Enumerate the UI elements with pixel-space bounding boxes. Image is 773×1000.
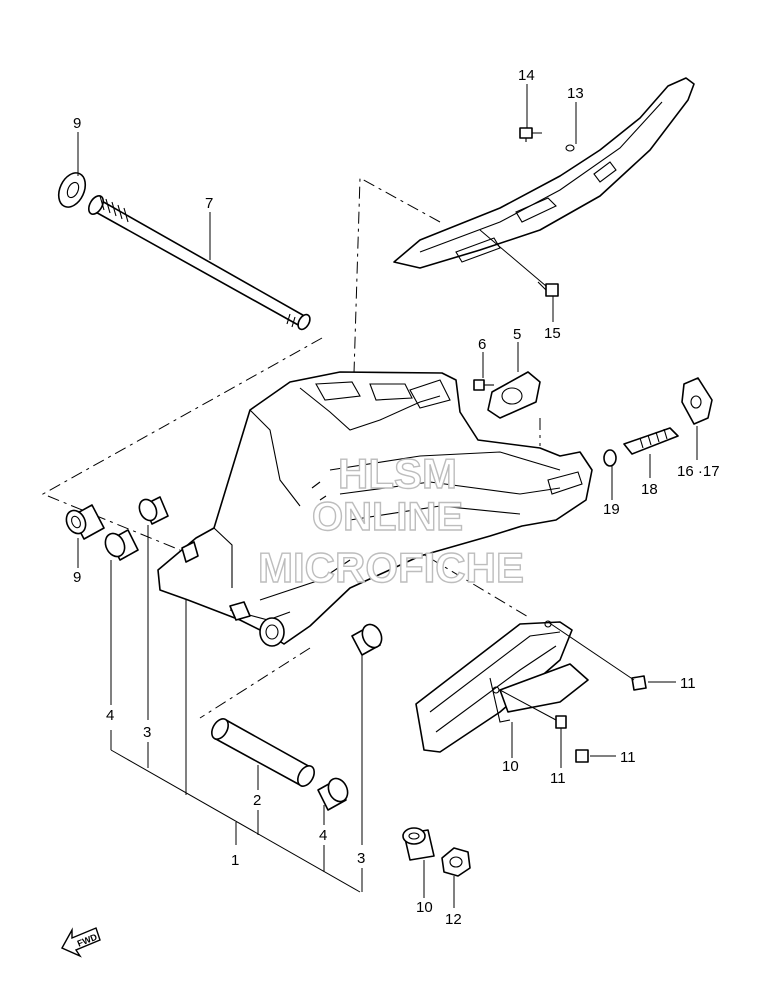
watermark-line1: HLSM bbox=[338, 450, 457, 497]
callout-6: 6 bbox=[478, 336, 486, 353]
fwd-label: FWD bbox=[76, 932, 99, 949]
callout-4: 4 bbox=[106, 707, 114, 724]
callout-3: 3 bbox=[143, 724, 151, 741]
collar-10 bbox=[402, 827, 435, 861]
callout-11a: 11 bbox=[680, 675, 696, 692]
callout-4b: 4 bbox=[319, 827, 327, 844]
callout-3b: 3 bbox=[357, 850, 365, 867]
needle-bearings bbox=[104, 496, 383, 811]
callout-16-17: 16 ·17 bbox=[677, 463, 720, 480]
screw-14 bbox=[519, 127, 542, 142]
swingarm bbox=[157, 371, 593, 647]
callout-8: 9 bbox=[73, 115, 81, 132]
callout-14: 14 bbox=[518, 67, 535, 84]
callout-19: 19 bbox=[603, 501, 620, 518]
bolt-6 bbox=[473, 379, 494, 391]
nut-12 bbox=[441, 847, 471, 877]
pivot-shaft bbox=[87, 195, 311, 331]
callout-9: 9 bbox=[73, 569, 81, 586]
bracket-5 bbox=[487, 371, 541, 419]
callout-5: 5 bbox=[513, 326, 521, 343]
bracket-lines bbox=[110, 525, 363, 893]
screw-11-a bbox=[631, 675, 647, 691]
callout-10b: 10 bbox=[416, 899, 433, 916]
callout-1: 1 bbox=[231, 852, 239, 869]
leader-lines bbox=[77, 84, 698, 908]
watermark-line3: MICROFICHE bbox=[258, 544, 524, 591]
callout-15: 15 bbox=[544, 325, 561, 342]
callout-11b: 11 bbox=[550, 770, 566, 787]
spacer-tube-2 bbox=[211, 718, 315, 787]
callout-18: 18 bbox=[641, 481, 658, 498]
callout-11c: 11 bbox=[620, 749, 636, 766]
adjuster-block bbox=[681, 377, 713, 425]
adjuster-bolt bbox=[623, 427, 679, 455]
watermark: HLSM ONLINE MICROFICHE bbox=[257, 449, 524, 591]
callout-labels: 9 7 9 4 3 2 1 4 3 14 13 15 5 6 16 ·17 18… bbox=[73, 67, 720, 928]
collar-9 bbox=[65, 504, 105, 540]
callout-2: 2 bbox=[253, 792, 261, 809]
callout-13: 13 bbox=[567, 85, 584, 102]
chain-guide bbox=[415, 620, 589, 753]
callout-10a: 10 bbox=[502, 758, 519, 775]
callout-7: 7 bbox=[205, 195, 213, 212]
watermark-line2: ONLINE bbox=[312, 495, 463, 539]
fwd-arrow-icon: FWD bbox=[61, 927, 101, 958]
nut-19 bbox=[603, 449, 617, 467]
screw-11-b bbox=[555, 715, 567, 729]
screw-15 bbox=[537, 281, 559, 297]
washer-8 bbox=[57, 172, 87, 208]
chain-cover-13 bbox=[393, 77, 695, 269]
screw-11-c bbox=[575, 749, 589, 763]
callout-12: 12 bbox=[445, 911, 462, 928]
